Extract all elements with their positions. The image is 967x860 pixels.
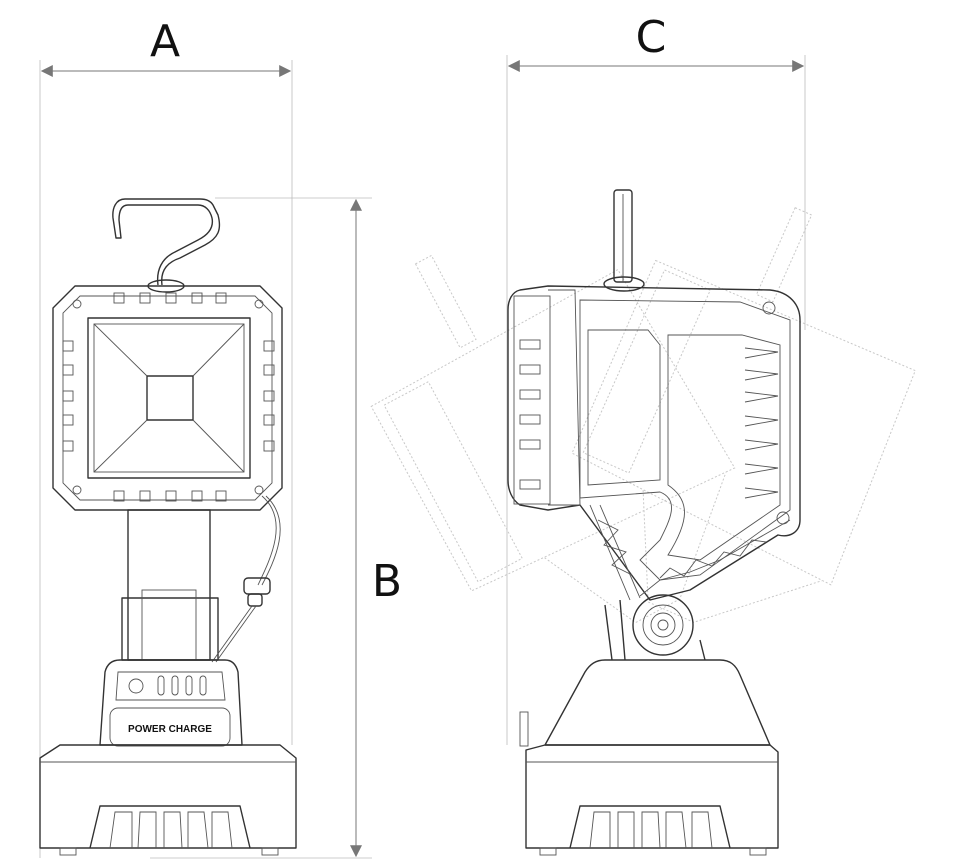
led-slots xyxy=(62,292,275,502)
battery-housing-side xyxy=(544,659,771,746)
power-charge-label: POWER CHARGE xyxy=(128,724,212,735)
light-head xyxy=(52,285,283,511)
base-side xyxy=(525,744,779,849)
front-view: POWER CHARGE xyxy=(39,198,297,856)
base xyxy=(39,744,297,849)
power-charge-badge xyxy=(109,707,231,747)
dimension-a: A xyxy=(39,16,293,858)
dimension-b: B xyxy=(150,197,402,859)
dimension-b-label: B xyxy=(372,556,402,607)
dimension-a-label: A xyxy=(150,16,180,67)
side-view xyxy=(370,189,916,856)
light-head-side xyxy=(507,285,801,601)
power-button-icon xyxy=(128,678,144,694)
tilt-ghost-back xyxy=(370,254,736,624)
dimension-c-label: C xyxy=(636,12,667,63)
hook xyxy=(112,198,221,286)
pivot-knob xyxy=(632,594,694,656)
dimension-c: C xyxy=(506,12,806,745)
stem xyxy=(127,509,211,661)
truss-arm xyxy=(589,504,791,601)
